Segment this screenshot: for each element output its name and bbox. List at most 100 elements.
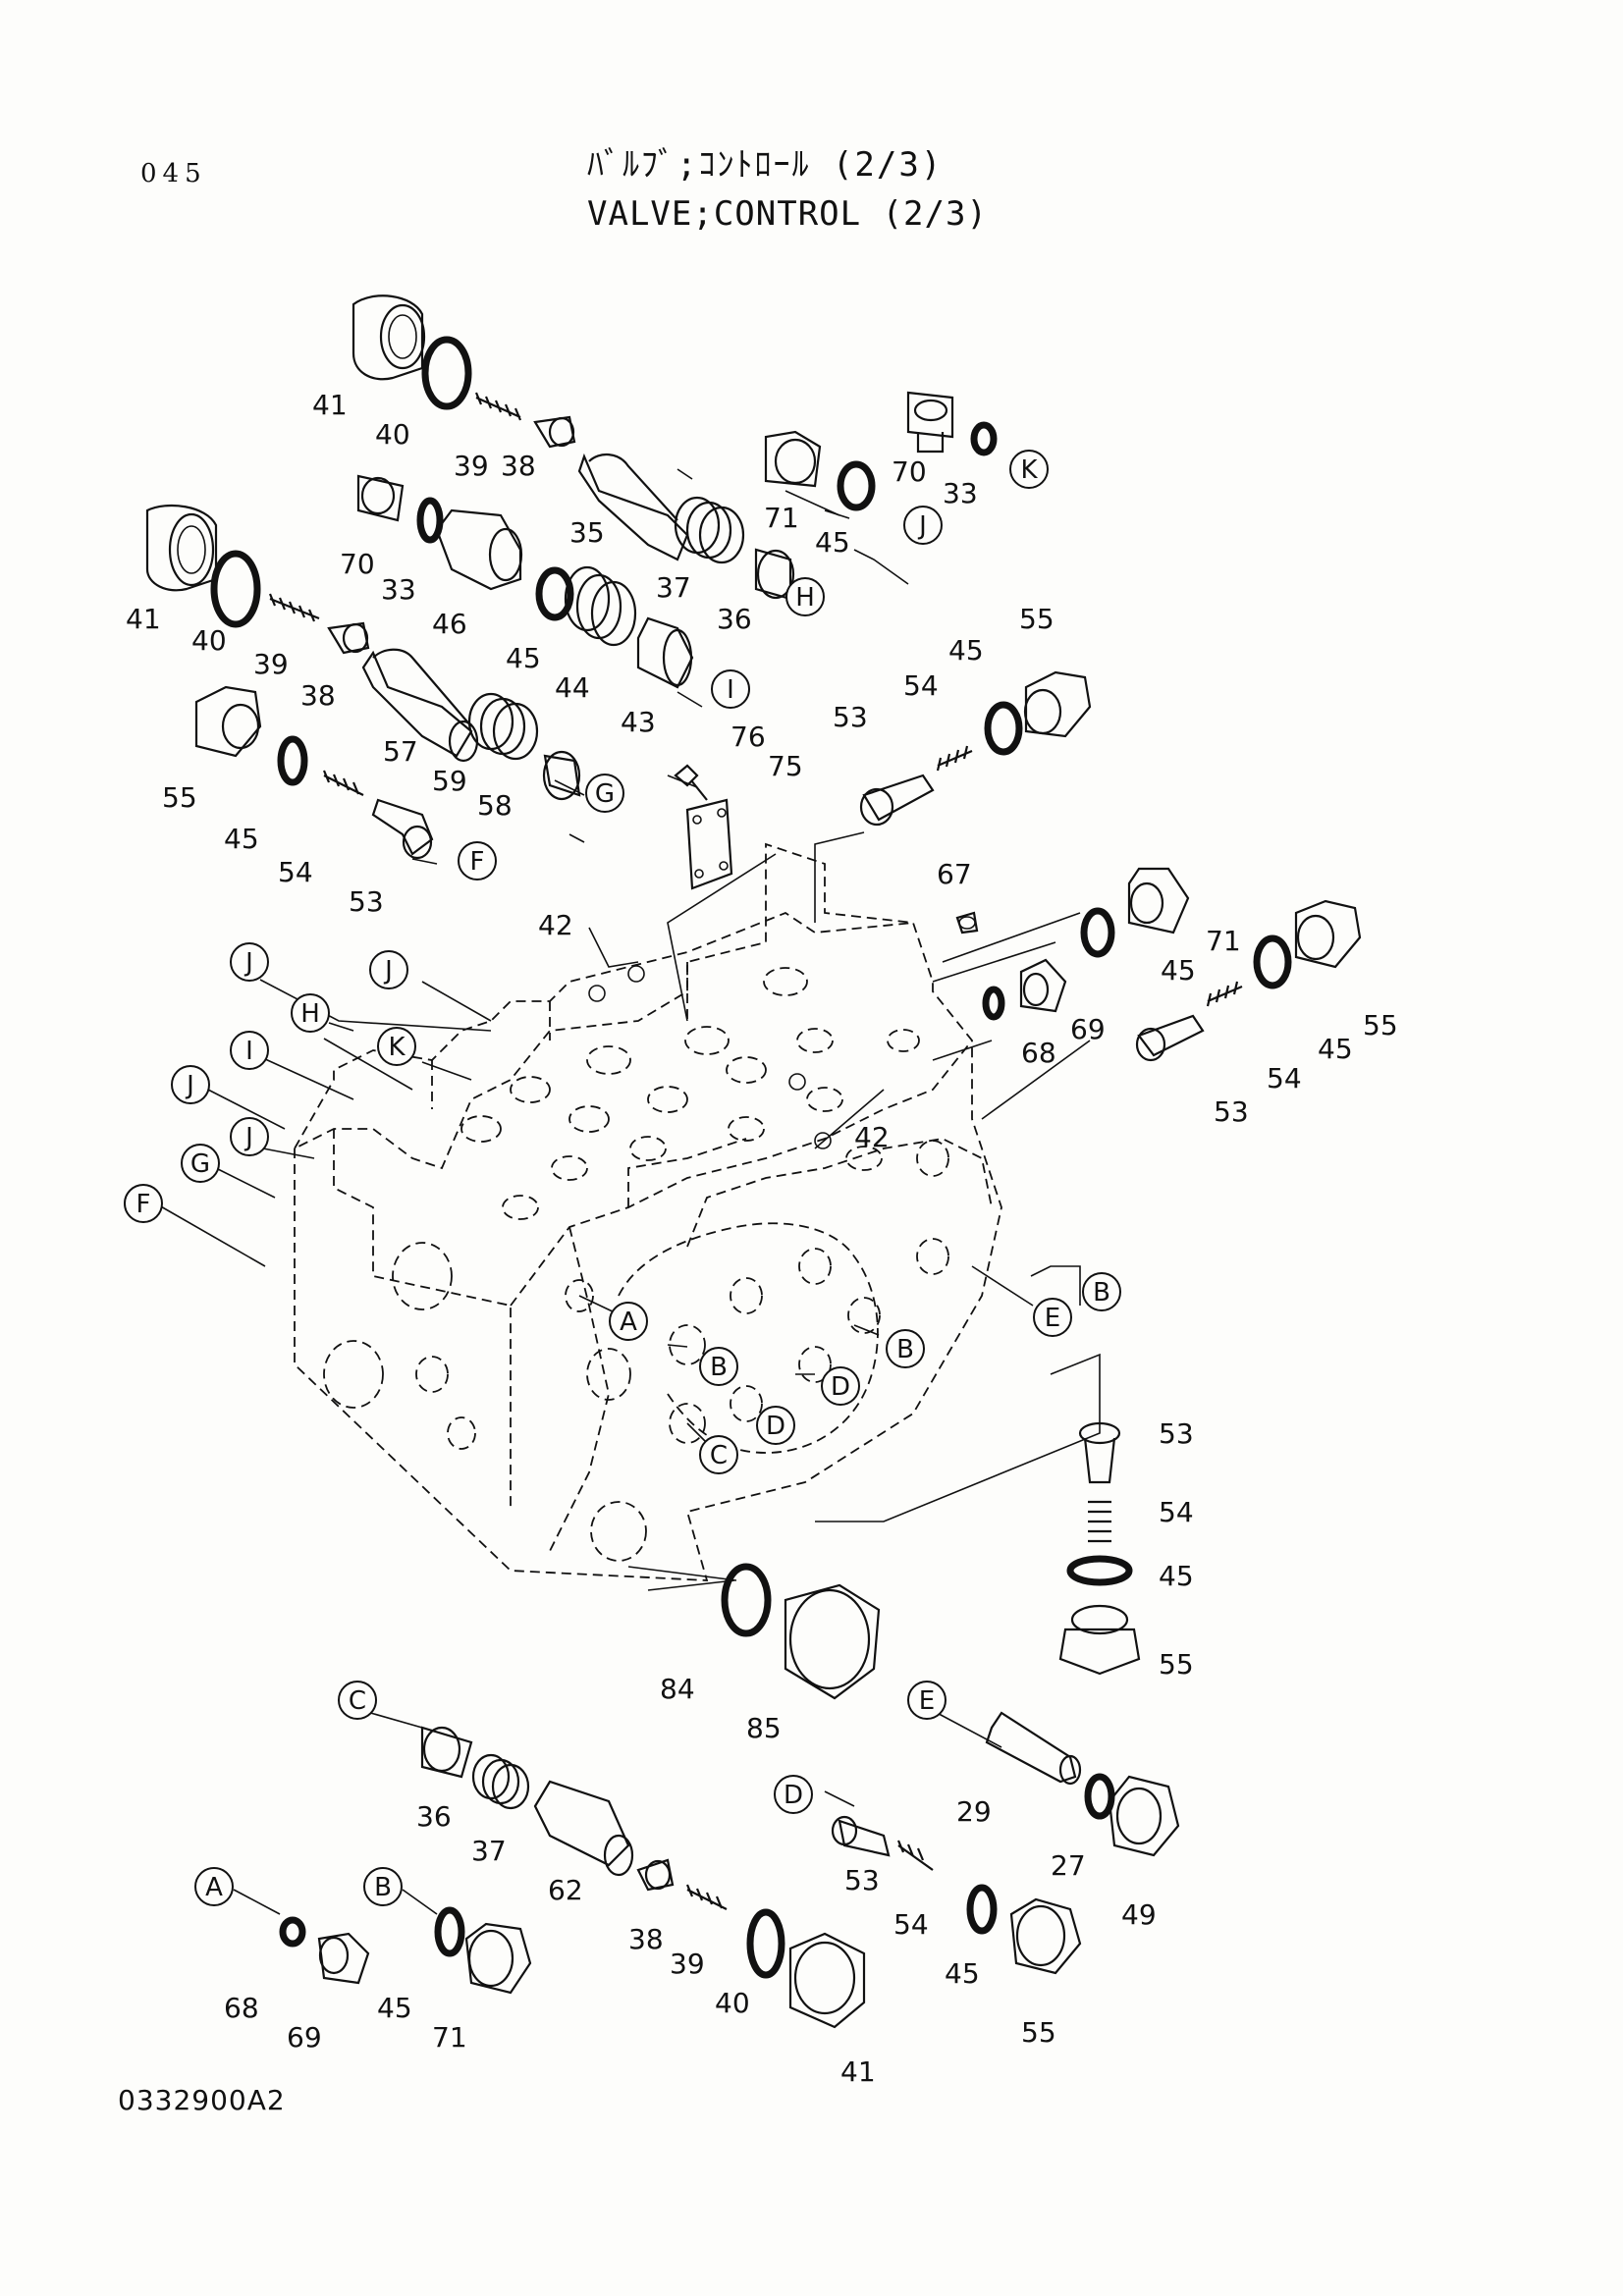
connection-marker-letter: J xyxy=(243,1123,253,1152)
oring-45-left xyxy=(277,735,308,786)
part-plug-41-top xyxy=(352,294,426,381)
part-callout-41: 41 xyxy=(312,389,348,421)
oring-45-mid xyxy=(535,566,574,621)
oring-45-right-b xyxy=(1253,934,1292,989)
plug-70-mid xyxy=(356,474,405,522)
part-callout-70: 70 xyxy=(892,455,927,488)
spring-39-mid xyxy=(268,593,320,622)
part-callout-33: 33 xyxy=(381,573,416,606)
part-callout-41: 41 xyxy=(126,603,161,635)
part-callout-55: 55 xyxy=(1159,1648,1194,1681)
connection-marker-j: J xyxy=(230,1117,269,1156)
part-callout-70: 70 xyxy=(340,548,375,580)
connection-marker-letter: F xyxy=(470,847,485,877)
connection-marker-letter: D xyxy=(831,1372,850,1402)
plug-70-top xyxy=(906,391,954,454)
connection-marker-circle xyxy=(181,1144,220,1183)
part-callout-39: 39 xyxy=(670,1948,705,1980)
connection-marker-letter: K xyxy=(388,1033,406,1062)
connection-marker-letter: J xyxy=(185,1071,194,1100)
title-english: VALVE;CONTROL (2/3) xyxy=(587,194,988,234)
part-callout-69: 69 xyxy=(287,2021,322,2054)
connection-marker-letter: E xyxy=(919,1686,935,1716)
oring-40-top xyxy=(421,336,472,410)
part-callout-35: 35 xyxy=(569,516,605,549)
part-callout-33: 33 xyxy=(943,477,978,509)
part-callout-68: 68 xyxy=(224,1992,259,2024)
poppet-53-left xyxy=(371,798,434,860)
page-number: 045 xyxy=(140,159,207,188)
cap-58 xyxy=(542,750,581,801)
spring-44 xyxy=(564,565,637,647)
plug-69-bottom xyxy=(317,1932,370,1985)
sleeve-38-mid xyxy=(327,621,370,655)
plug-49 xyxy=(1108,1775,1180,1857)
part-callout-41: 41 xyxy=(840,2056,876,2088)
part-callout-45: 45 xyxy=(815,526,850,559)
part-callout-45: 45 xyxy=(945,1957,980,1990)
spring-54-right xyxy=(1206,981,1243,1007)
part-callout-55: 55 xyxy=(1019,603,1055,635)
body-46 xyxy=(435,508,523,591)
part-callout-55: 55 xyxy=(1021,2016,1056,2049)
connection-marker-circle xyxy=(230,1117,269,1156)
spring-37-top xyxy=(674,496,745,564)
spool-62 xyxy=(533,1780,634,1877)
connection-marker-letter: B xyxy=(896,1335,914,1364)
part-callout-69: 69 xyxy=(1070,1013,1106,1045)
connection-marker-k: K xyxy=(1009,450,1049,489)
poppet-53-bottom xyxy=(831,1815,891,1857)
leader-lines xyxy=(158,453,1101,1915)
part-callout-62: 62 xyxy=(548,1874,583,1906)
spool-35 xyxy=(577,453,689,561)
part-callout-84: 84 xyxy=(660,1673,695,1705)
connection-marker-circle xyxy=(1082,1272,1121,1311)
connection-marker-j: J xyxy=(903,506,943,545)
connection-marker-circle xyxy=(756,1406,795,1445)
part-callout-42: 42 xyxy=(854,1121,890,1153)
oring-45-lower xyxy=(1066,1555,1133,1586)
connection-marker-letter: J xyxy=(917,511,927,541)
connection-marker-letter: B xyxy=(710,1353,728,1382)
title-japanese: ﾊﾞﾙﾌﾞ;ｺﾝﾄﾛｰﾙ (2/3) xyxy=(587,145,944,185)
oring-45-right-a xyxy=(1080,907,1115,958)
plug-71-right xyxy=(1127,867,1190,934)
part-callout-40: 40 xyxy=(375,418,410,451)
part-callout-49: 49 xyxy=(1121,1898,1157,1931)
connection-marker-circle xyxy=(774,1775,813,1814)
connection-marker-circle xyxy=(585,774,624,813)
part-callout-45: 45 xyxy=(224,823,259,855)
oring-68-right xyxy=(982,986,1005,1021)
connection-marker-letter: D xyxy=(784,1781,803,1810)
connection-marker-c: C xyxy=(699,1435,738,1474)
connection-marker-b: B xyxy=(699,1347,738,1386)
oring-45-bottom-right xyxy=(966,1884,998,1935)
part-callout-55: 55 xyxy=(1363,1009,1398,1041)
plug-67 xyxy=(955,911,979,934)
drawing-number: 0332900A2 xyxy=(118,2084,286,2116)
plug-41-bottom xyxy=(788,1932,866,2029)
connection-marker-letter: G xyxy=(595,779,615,809)
connection-marker-circle xyxy=(907,1681,947,1720)
connection-marker-letter: D xyxy=(766,1412,785,1441)
connection-marker-letter: G xyxy=(190,1149,210,1179)
part-callout-38: 38 xyxy=(628,1923,664,1955)
connection-marker-k: K xyxy=(377,1027,416,1066)
connection-marker-letter: K xyxy=(1020,455,1038,485)
connection-marker-letter: H xyxy=(300,999,320,1029)
connection-marker-b: B xyxy=(886,1329,925,1368)
spring-54-bottom xyxy=(896,1840,934,1871)
plug-41-mid xyxy=(145,504,218,592)
part-callout-53: 53 xyxy=(844,1864,880,1896)
part-callout-39: 39 xyxy=(454,450,489,482)
connection-marker-d: D xyxy=(821,1366,860,1406)
connection-marker-circle xyxy=(785,577,825,616)
sleeve-38-bottom xyxy=(636,1858,675,1892)
oring-33-top-right xyxy=(970,421,998,456)
connection-marker-circle xyxy=(230,1031,269,1070)
plug-55-upper xyxy=(1023,670,1092,738)
connection-marker-c: C xyxy=(338,1681,377,1720)
part-callout-53: 53 xyxy=(349,885,384,918)
